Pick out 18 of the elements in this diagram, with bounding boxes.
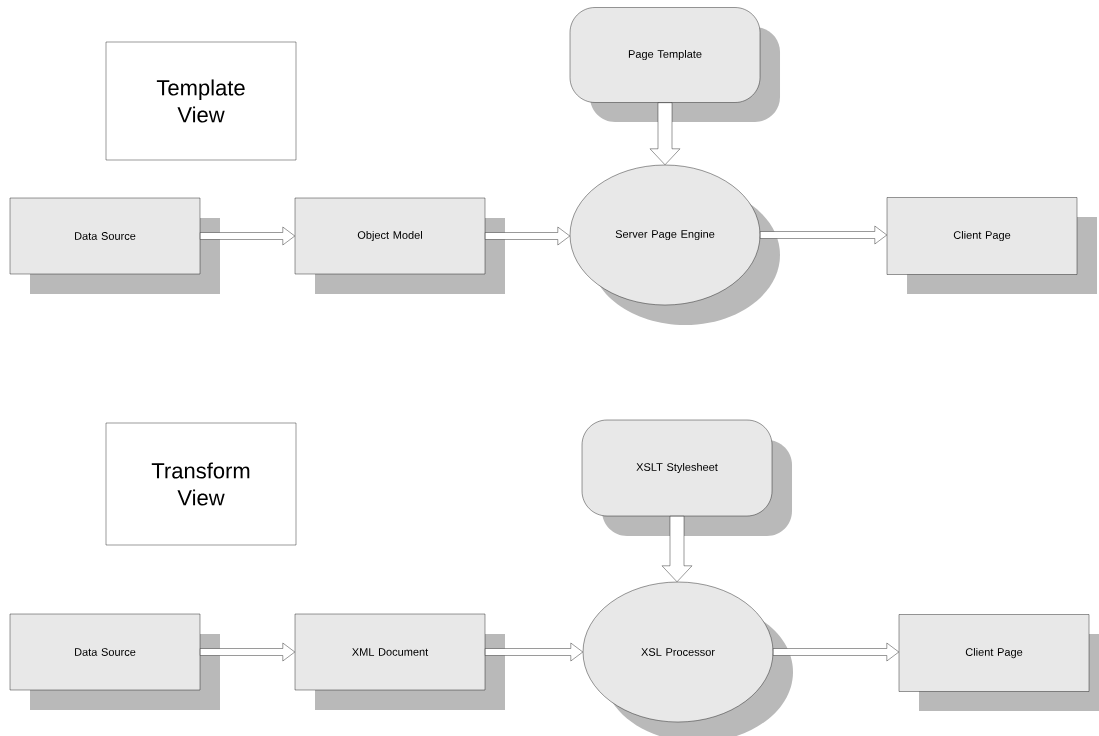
block-arrow [200, 226, 295, 246]
rounded-box: XSLT Stylesheet [581, 419, 792, 536]
block-arrow [661, 516, 693, 582]
process-box: Data Source [9, 613, 220, 710]
process-box: Client Page [886, 197, 1097, 294]
process-box: Client Page [898, 614, 1099, 711]
block-arrow [760, 225, 888, 245]
view-title-box: Transform View [105, 422, 297, 546]
process-box: Object Model [294, 197, 505, 294]
rounded-box: Page Template [569, 7, 780, 122]
block-arrow [485, 642, 583, 662]
process-box: Data Source [9, 197, 220, 294]
block-arrow [485, 226, 570, 246]
block-arrow [649, 102, 681, 165]
block-arrow [773, 642, 899, 662]
process-box: XML Document [294, 613, 505, 710]
view-title-box: Template View [105, 41, 297, 161]
block-arrow [200, 642, 295, 662]
